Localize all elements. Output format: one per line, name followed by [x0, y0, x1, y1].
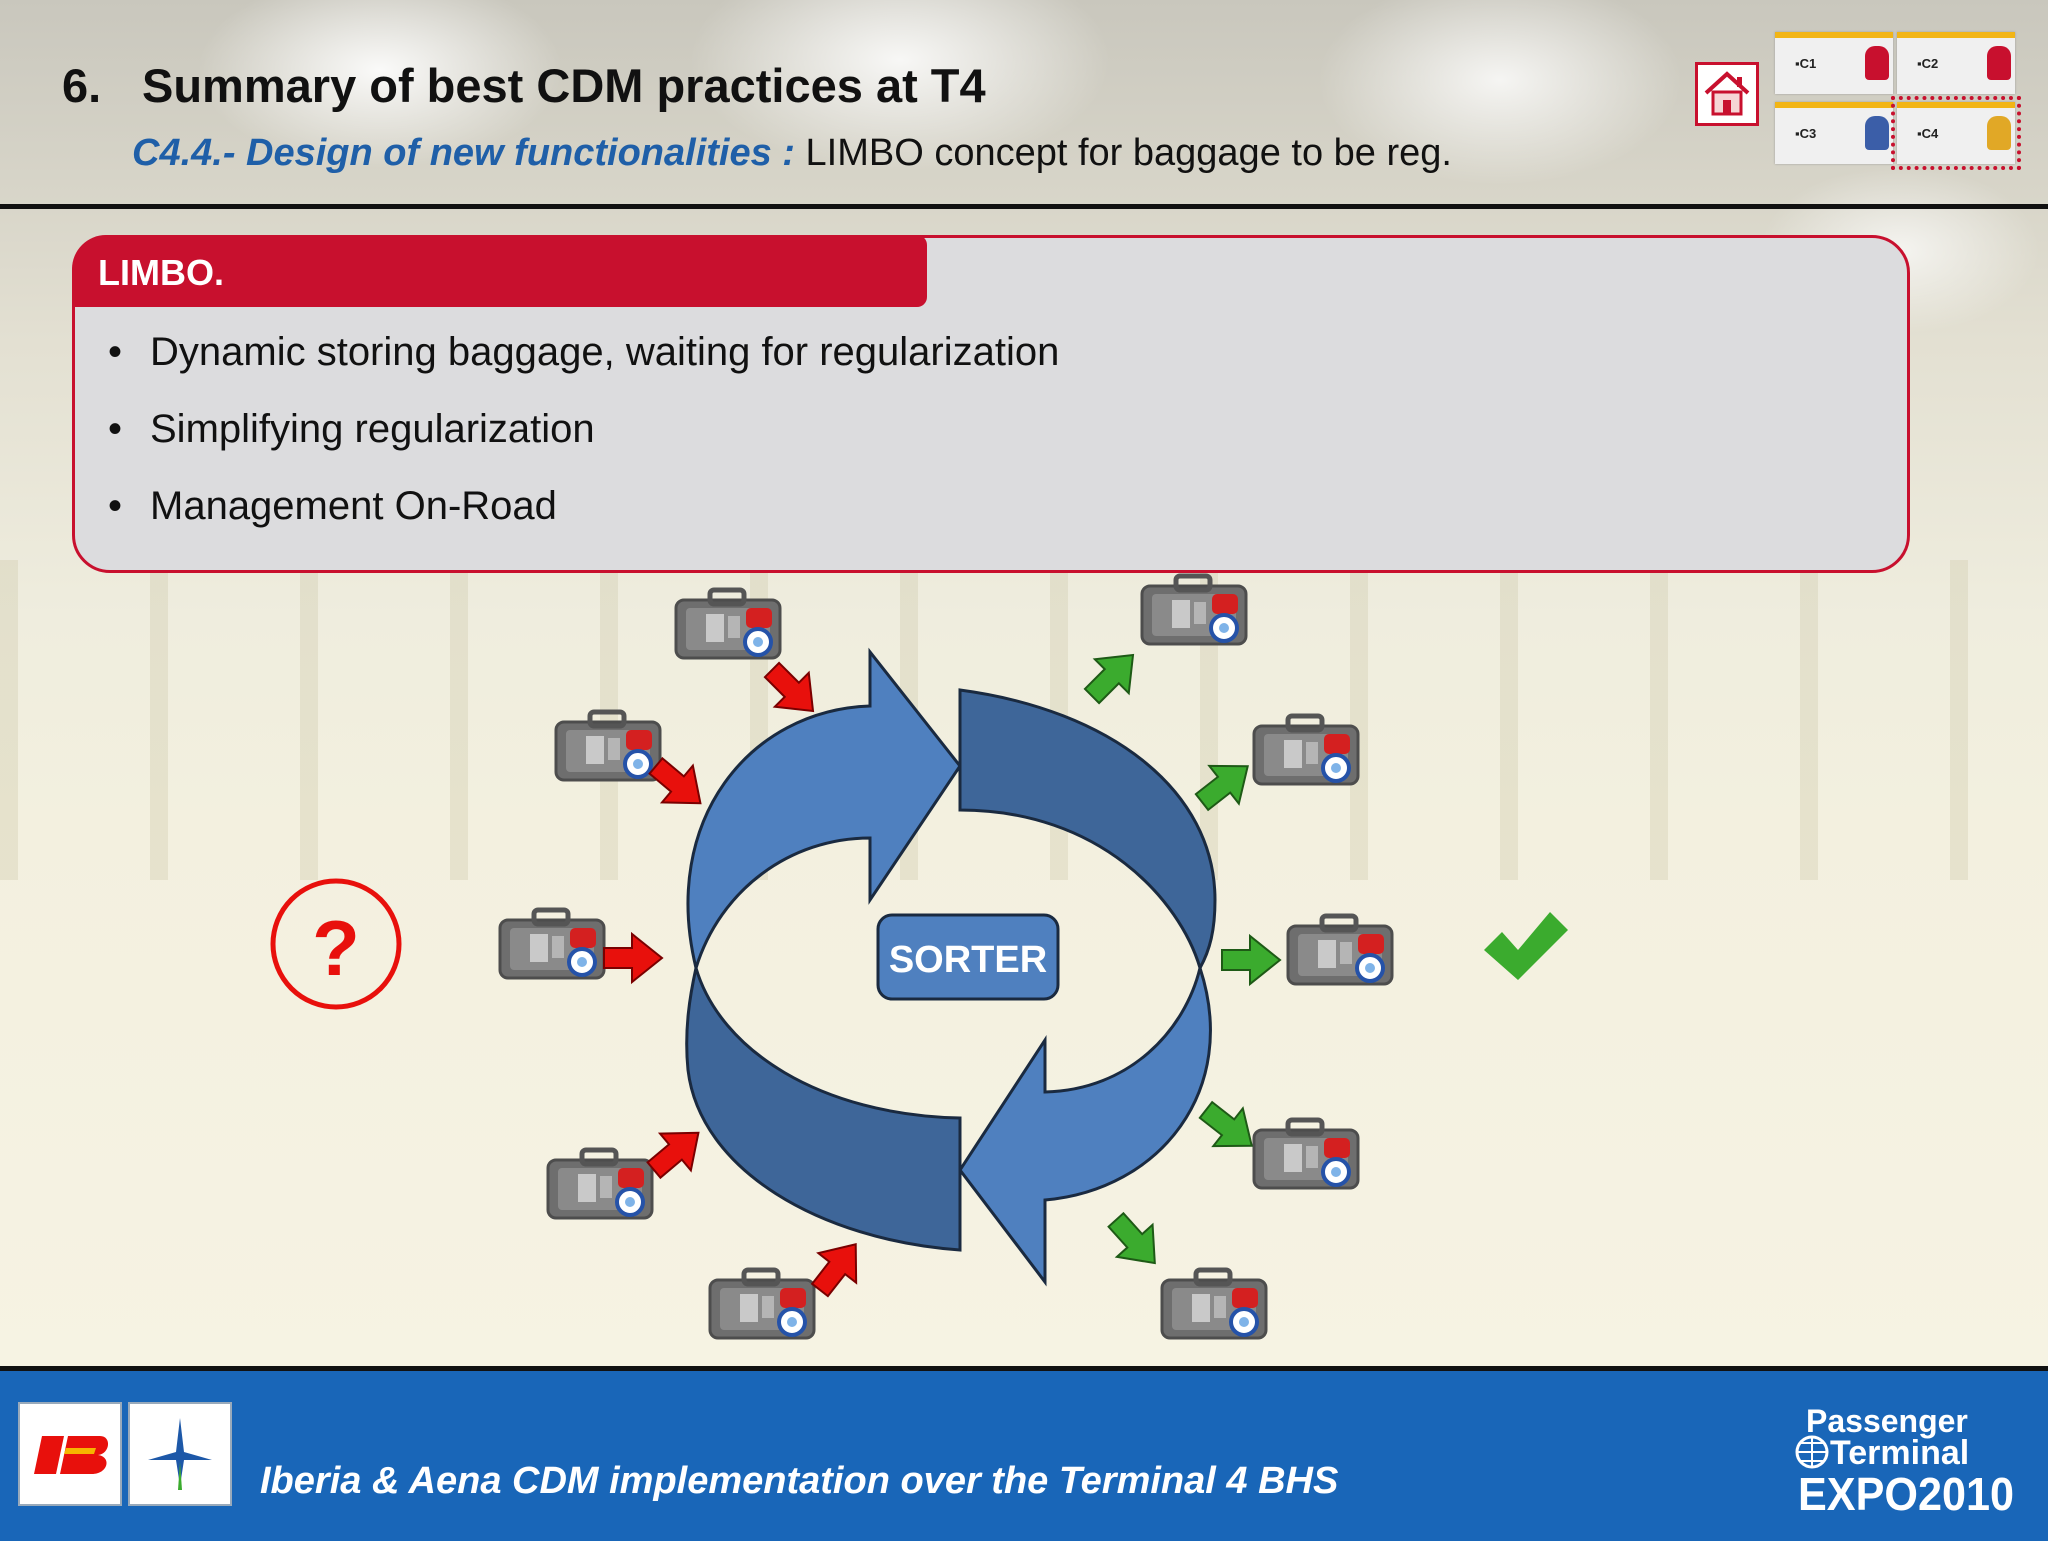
outgoing-arrow-icon	[1186, 746, 1264, 822]
passenger-terminal-expo-logo: Passenger Terminal EXPO2010	[1795, 1403, 2014, 1518]
outgoing-arrow-icon	[1074, 637, 1151, 714]
expo-logo-line1: Passenger	[1806, 1403, 1968, 1439]
header-divider	[0, 204, 2048, 209]
page-subtitle: C4.4.- Design of new functionalities : L…	[132, 132, 1452, 175]
bullet-item: Simplifying regularization	[108, 407, 1059, 484]
page-title: 6. Summary of best CDM practices at T4	[62, 58, 986, 113]
footer-caption: Iberia & Aena CDM implementation over th…	[260, 1460, 1339, 1502]
nav-thumb-label: ▪C4	[1917, 126, 1939, 141]
sorter-diagram: SORTER ?	[270, 570, 1568, 1360]
nav-thumb-label: ▪C3	[1795, 126, 1817, 141]
cycle-arrow-top-left	[686, 647, 962, 974]
iberia-logo-icon	[34, 1436, 109, 1474]
checkmark-icon	[1484, 912, 1568, 980]
subtitle-section: C4.4.- Design of new functionalities :	[132, 132, 795, 174]
question-mark: ?	[312, 904, 360, 992]
lightbulb-icon	[1987, 116, 2011, 150]
iberia-logo	[18, 1402, 122, 1506]
outgoing-bag-icon	[1254, 716, 1358, 784]
nav-thumb-c2[interactable]: ▪C2	[1897, 32, 2015, 94]
cycle-arrow-top-right	[958, 688, 1217, 972]
sorter-label-box: SORTER	[876, 913, 1060, 1001]
group-icon	[1865, 116, 1889, 150]
outgoing-bag-icon	[1142, 576, 1246, 644]
incoming-bag-icon	[548, 1150, 652, 1218]
aena-logo-icon	[148, 1418, 212, 1490]
cycle-arrow-bottom-right	[958, 962, 1212, 1287]
person-icon	[1865, 46, 1889, 80]
outgoing-bag-icon	[1162, 1270, 1266, 1338]
title-text: Summary of best CDM practices at T4	[142, 59, 986, 112]
subtitle-description: LIMBO concept for baggage to be reg.	[794, 132, 1452, 174]
sorter-label: SORTER	[889, 939, 1047, 981]
incoming-bag-icon	[710, 1270, 814, 1338]
outgoing-arrow-icon	[1097, 1202, 1174, 1281]
nav-thumb-c1[interactable]: ▪C1	[1775, 32, 1893, 94]
limbo-bullet-list: Dynamic storing baggage, waiting for reg…	[108, 330, 1059, 561]
expo-logo-line3: EXPO2010	[1798, 1468, 2014, 1518]
footer-bar	[0, 1366, 2048, 1541]
nav-thumb-c4[interactable]: ▪C4	[1891, 96, 2021, 170]
cycle-arrow-bottom-left	[685, 967, 962, 1252]
outgoing-bag-icon	[1288, 916, 1392, 984]
incoming-bag-icon	[676, 590, 780, 658]
question-icon: ?	[270, 878, 402, 1010]
expo-logo-line2: Terminal	[1830, 1434, 1969, 1472]
outgoing-arrow-icon	[1221, 935, 1281, 985]
bullet-item: Dynamic storing baggage, waiting for reg…	[108, 330, 1059, 407]
home-icon	[1704, 71, 1750, 116]
limbo-card-title: LIMBO.	[98, 252, 224, 293]
outgoing-bag-icon	[1254, 1120, 1358, 1188]
people-icon	[1987, 46, 2011, 80]
nav-thumb-label: ▪C1	[1795, 56, 1817, 71]
limbo-card-header: LIMBO.	[72, 235, 927, 307]
incoming-arrow-icon	[603, 933, 663, 983]
incoming-bag-icon	[500, 910, 604, 978]
nav-thumb-c3[interactable]: ▪C3	[1775, 102, 1893, 164]
bullet-item: Management On-Road	[108, 484, 1059, 561]
aena-logo	[128, 1402, 232, 1506]
section-navigator: ▪C1 ▪C2 ▪C3 ▪C4	[1775, 32, 2021, 170]
incoming-bag-icon	[556, 712, 660, 780]
title-number: 6.	[62, 59, 102, 112]
home-button[interactable]	[1695, 62, 1759, 126]
nav-thumb-label: ▪C2	[1917, 56, 1939, 71]
